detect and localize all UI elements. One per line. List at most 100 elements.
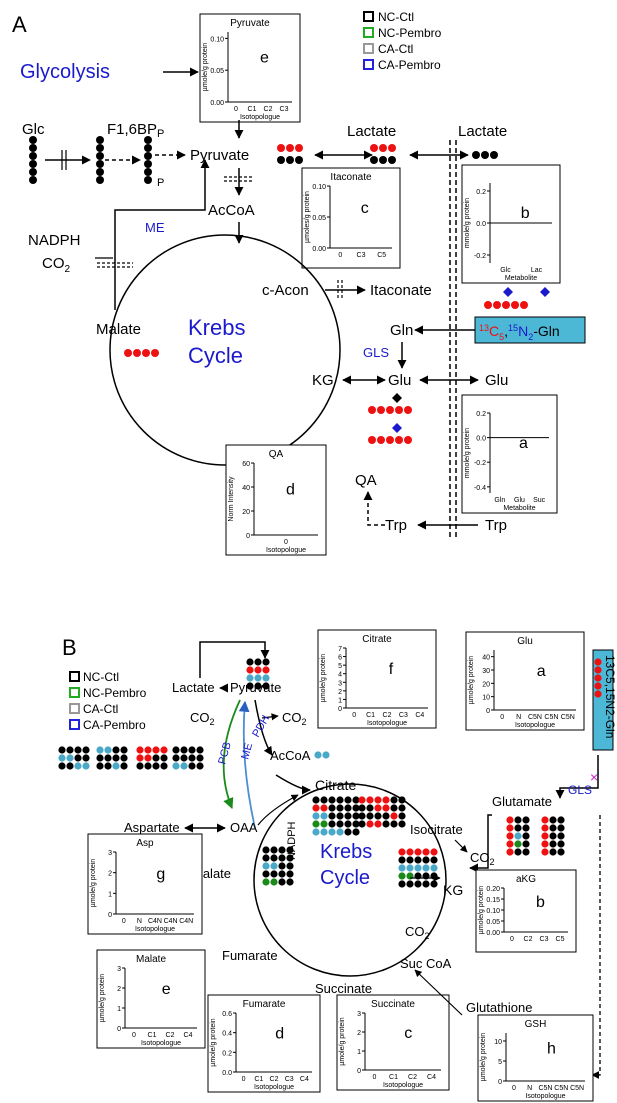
x-tick-label: C5N xyxy=(554,1085,568,1092)
carbon-dot xyxy=(254,674,262,682)
carbon-dot xyxy=(312,804,320,812)
carbon-dot xyxy=(514,824,522,832)
y-axis-label: µmoles/g protein xyxy=(304,191,311,243)
carbon-dot xyxy=(398,856,406,864)
malate-dots-b xyxy=(262,846,294,886)
metabolite-glutamate: Glutamate xyxy=(492,794,552,809)
carbon-dot xyxy=(406,848,414,856)
chart-letter: b xyxy=(521,205,530,222)
y-tick-label: 2 xyxy=(108,871,112,878)
krebs-label-line2-b: Cycle xyxy=(320,867,370,889)
carbon-dot xyxy=(180,746,188,754)
y-axis-label: µmole/g protein xyxy=(478,886,485,934)
carbon-dot xyxy=(286,862,294,870)
y-tick-label: 0.05 xyxy=(210,68,224,75)
carbon-dot xyxy=(382,820,390,828)
legend-label-nc-ctl: NC-Ctl xyxy=(378,10,414,24)
carbon-dot xyxy=(312,828,320,836)
x-axis-label: Metabolite xyxy=(503,505,535,512)
chart-frame xyxy=(477,1014,594,1102)
carbon-dot xyxy=(366,820,374,828)
y-tick-label: 0.2 xyxy=(476,189,486,196)
x-tick-label: C1 xyxy=(366,712,375,719)
carbon-dot xyxy=(188,754,196,762)
carbon-dot xyxy=(66,746,74,754)
tracer-box-a xyxy=(474,316,586,344)
carbon-dot xyxy=(352,804,360,812)
carbon-dot xyxy=(541,840,549,848)
y-tick-label: 0.4 xyxy=(222,1031,232,1038)
x-tick-label: C2 xyxy=(408,1074,417,1081)
carbon-dot xyxy=(262,870,270,878)
metabolite-nadph-b: NADPH xyxy=(286,821,298,860)
krebs-label-line1-a: Krebs xyxy=(188,315,245,340)
carbon-dot xyxy=(277,156,285,164)
carbon-dot xyxy=(594,666,602,674)
y-axis-label: µmole/g protein xyxy=(339,1017,346,1065)
x-tick-label: C5 xyxy=(556,936,565,943)
legend-label-ca-ctl: CA-Ctl xyxy=(378,42,413,56)
carbon-dot xyxy=(358,796,366,804)
carbon-dot xyxy=(66,754,74,762)
y-tick-label: 2 xyxy=(338,689,342,696)
chart-letter: c xyxy=(361,200,369,217)
carbon-dot xyxy=(522,816,530,824)
x-axis-label: Isotopologue xyxy=(515,722,555,729)
x-tick-label: C3 xyxy=(280,106,289,113)
chart-letter: e xyxy=(260,50,269,67)
y-tick-label: 0.0 xyxy=(222,1070,232,1077)
metabolite-oaa: OAA xyxy=(230,820,258,835)
carbon-dot xyxy=(254,658,262,666)
chart-title: Citrate xyxy=(362,634,392,645)
chart-letter: e xyxy=(162,981,171,998)
y-tick-label: 0 xyxy=(246,533,250,540)
metabolite-glu-a: Glu xyxy=(388,372,411,389)
x-tick-label: C5N xyxy=(544,714,558,721)
x-tick-label: C2 xyxy=(524,936,533,943)
carbon-dot xyxy=(96,746,104,754)
metabolite-aspartate: Aspartate xyxy=(124,820,180,835)
x-tick-label: Suc xyxy=(533,497,546,504)
x-tick-label: 0 xyxy=(234,106,238,113)
carbon-dot xyxy=(320,828,328,836)
carbon-dot xyxy=(541,824,549,832)
carbon-dot xyxy=(58,746,66,754)
x-tick-label: N xyxy=(137,918,142,925)
legend-b: NC-Ctl NC-Pembro CA-Ctl CA-Pembro xyxy=(69,670,147,732)
carbon-dot xyxy=(172,746,180,754)
chart-title: GSH xyxy=(525,1019,547,1030)
y-tick-label: 4 xyxy=(338,672,342,679)
carbon-dot xyxy=(379,156,387,164)
carbon-dot xyxy=(112,746,120,754)
y-tick-label: 0.05 xyxy=(312,215,326,222)
chart-letter: a xyxy=(537,663,546,680)
carbon-dot xyxy=(120,754,128,762)
carbon-dot xyxy=(374,820,382,828)
metabolite-gln: Gln xyxy=(390,322,413,339)
y-tick-label: 0 xyxy=(357,1068,361,1075)
legend-swatch-nc-ctl xyxy=(363,11,374,22)
carbon-dot xyxy=(370,144,378,152)
carbon-dot xyxy=(96,144,104,152)
carbon-dot xyxy=(262,658,270,666)
carbon-dot xyxy=(104,754,112,762)
x-tick-label: C5 xyxy=(377,252,386,259)
chart-letter: a xyxy=(519,435,528,452)
carbon-dot xyxy=(152,746,160,754)
accoa-dots-b xyxy=(314,751,330,759)
metabolite-co2-b-c: CO2 xyxy=(470,850,495,867)
carbon-dot xyxy=(82,762,90,770)
x-tick-label: N xyxy=(516,714,521,721)
chart-frame xyxy=(96,949,206,1049)
metabolite-itaconate: Itaconate xyxy=(370,282,432,299)
carbon-dot xyxy=(180,762,188,770)
arrow-malate-pyruvate xyxy=(114,159,210,310)
carbon-dot xyxy=(278,846,286,854)
arrow-trp-qa xyxy=(363,491,385,526)
arrow-oaa-citrate xyxy=(257,794,299,826)
carbon-dot xyxy=(404,436,412,444)
